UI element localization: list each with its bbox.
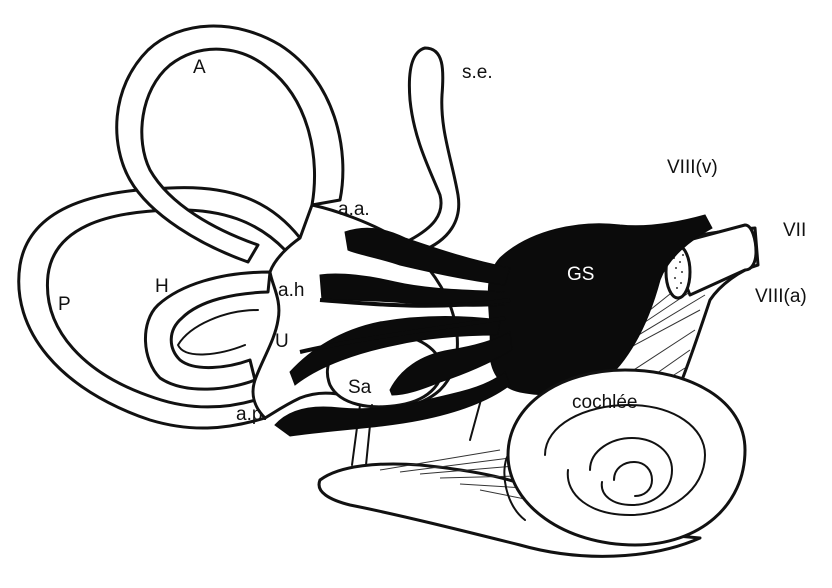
label-posterior-canal: P	[58, 294, 71, 315]
label-cochlea: cochlée	[572, 392, 638, 413]
label-nerve-viii-v: VIII(v)	[667, 157, 718, 178]
label-ampulla-posterior: a.p.	[236, 404, 268, 425]
label-nerve-vii: VII	[783, 220, 806, 241]
label-ampulla-anterior: a.a.	[338, 199, 370, 220]
label-saccule: Sa	[348, 377, 372, 398]
label-utricle: U	[275, 331, 289, 352]
label-anterior-canal: A	[193, 57, 206, 78]
label-nerve-viii-a: VIII(a)	[755, 286, 807, 307]
label-ampulla-horizontal: a.h	[278, 280, 304, 301]
label-ganglion: GS	[567, 264, 594, 285]
endolymphatic-sac	[409, 48, 458, 252]
label-endolymphatic-sac: s.e.	[462, 62, 493, 83]
label-horizontal-canal: H	[155, 276, 169, 297]
horizontal-canal-inner	[178, 310, 258, 354]
